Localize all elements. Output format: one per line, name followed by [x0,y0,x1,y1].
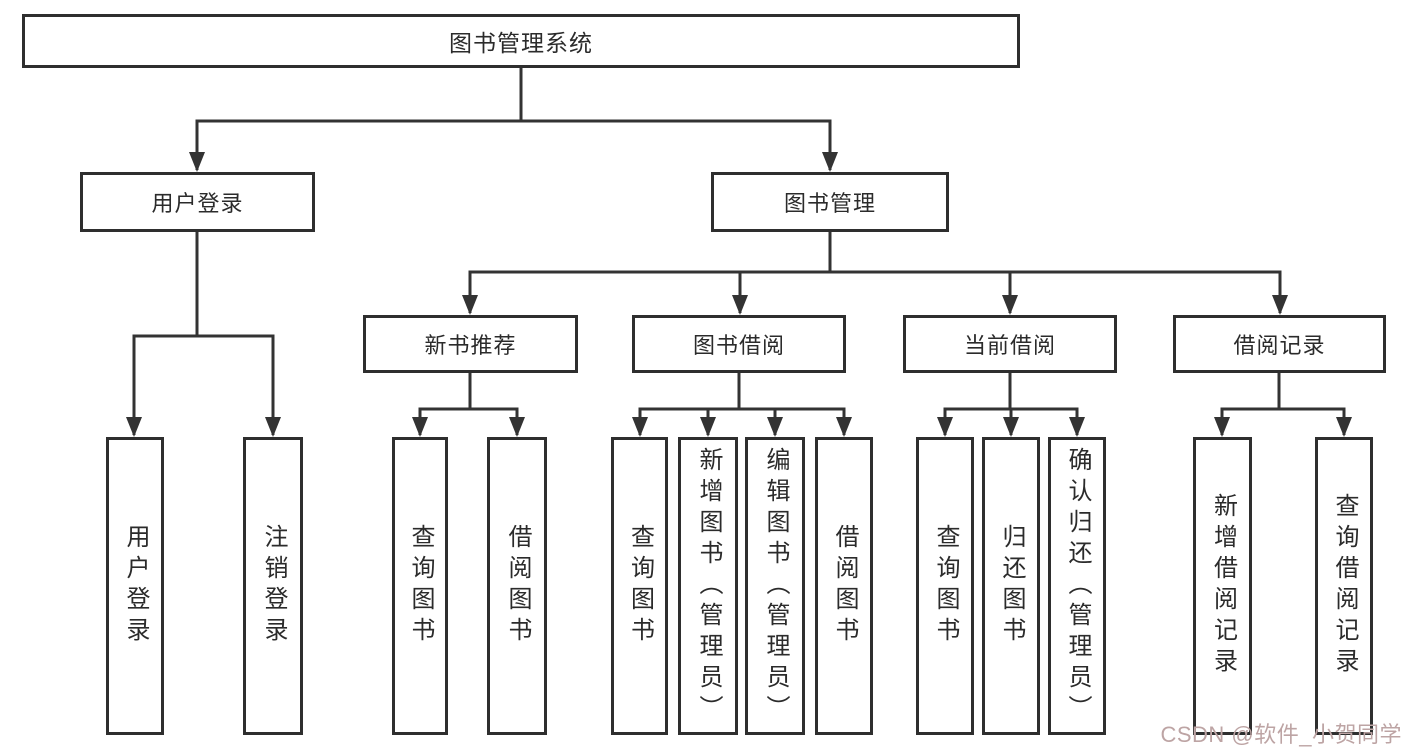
leaf-cb-query-books: 查询图书 [916,437,974,735]
node-label: 确认归还（管理员） [1064,446,1091,726]
node-label: 新书推荐 [424,333,517,358]
node-book-borrowing: 图书借阅 [632,315,846,373]
node-label: 借阅图书 [504,524,531,648]
watermark: CSDN @软件_小贺同学 [1160,722,1402,747]
node-label: 查询图书 [932,524,959,648]
leaf-nbr-query-books: 查询图书 [392,437,448,735]
leaf-bb-add-books-admin: 新增图书（管理员） [678,437,738,735]
node-label: 归还图书 [998,524,1025,648]
leaf-bb-borrow-books: 借阅图书 [815,437,873,735]
node-label: 查询图书 [407,524,434,648]
leaf-nbr-borrow-books: 借阅图书 [487,437,547,735]
leaf-br-query-record: 查询借阅记录 [1315,437,1373,735]
node-label: 注销登录 [260,524,287,648]
node-borrowing-records: 借阅记录 [1173,315,1386,373]
node-label: 新增图书（管理员） [695,446,722,726]
node-label: 借阅图书 [831,524,858,648]
node-label: 查询图书 [626,524,654,648]
node-label: 用户登录 [122,524,149,648]
leaf-user-login: 用户登录 [106,437,164,735]
node-label: 图书管理 [783,191,876,216]
leaf-logout: 注销登录 [243,437,303,735]
node-label: 新增借阅记录 [1209,493,1237,679]
leaf-br-add-record: 新增借阅记录 [1193,437,1252,735]
node-label: 图书借阅 [692,333,785,358]
node-label: 用户登录 [151,191,244,216]
node-user-login: 用户登录 [80,172,315,232]
node-current-borrowing: 当前借阅 [903,315,1117,373]
leaf-bb-edit-books-admin: 编辑图书（管理员） [745,437,805,735]
node-book-management: 图书管理 [711,172,949,232]
node-label: 借阅记录 [1233,333,1326,358]
leaf-bb-query-books: 查询图书 [611,437,668,735]
node-new-book-recommend: 新书推荐 [363,315,578,373]
node-label: 查询借阅记录 [1331,493,1358,679]
node-library-management-system: 图书管理系统 [22,14,1020,68]
node-label: 编辑图书（管理员） [762,446,789,726]
leaf-cb-confirm-return-admin: 确认归还（管理员） [1048,437,1106,735]
leaf-cb-return-books: 归还图书 [982,437,1040,735]
node-label: 图书管理系统 [449,30,593,56]
node-label: 当前借阅 [963,333,1056,358]
